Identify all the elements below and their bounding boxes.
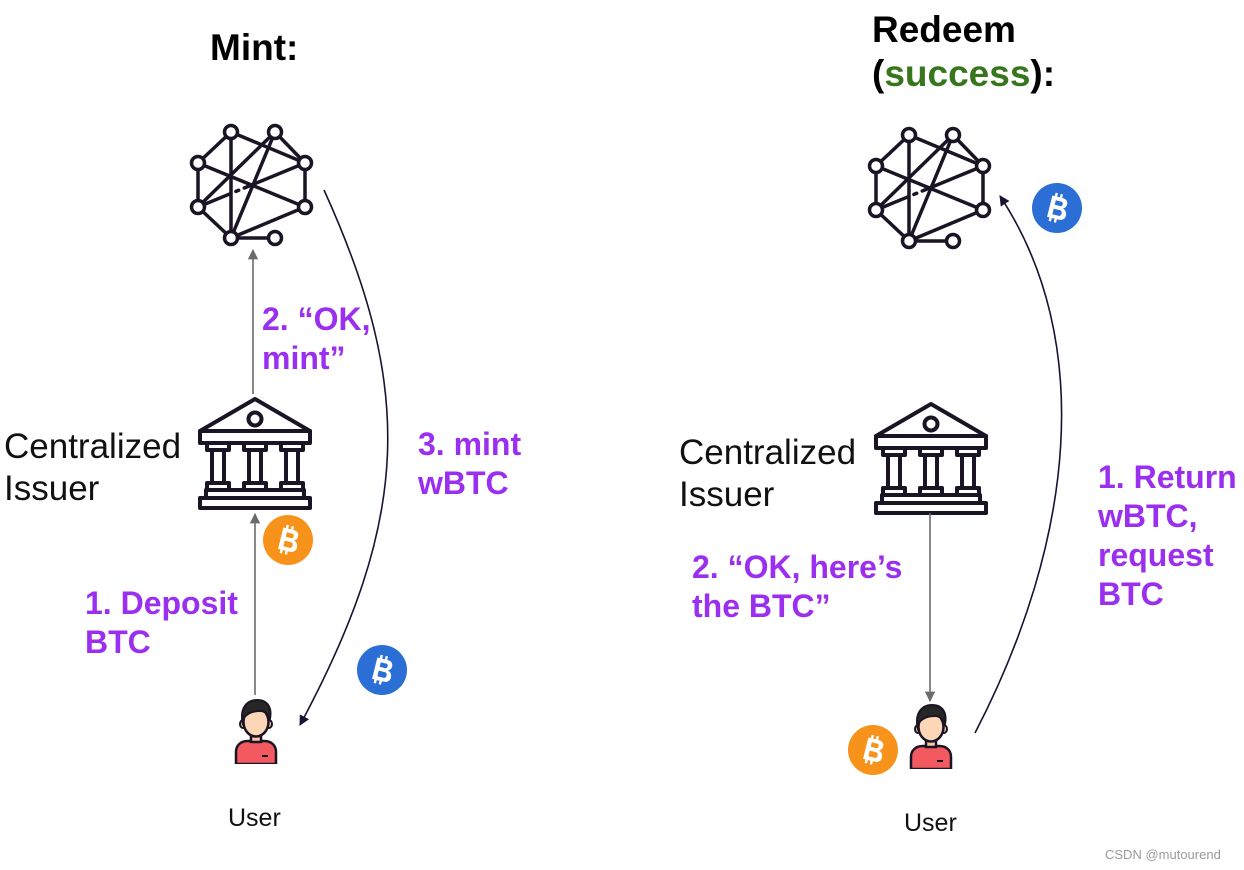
step-ok-mint-line: mint” <box>262 340 346 376</box>
user-label: User <box>228 804 281 832</box>
redeem-flow <box>848 126 1082 775</box>
mint-wbtc-arrow <box>299 189 389 726</box>
redeem-title: Redeem (success): <box>872 8 1055 96</box>
return-wbtc-arrow <box>974 195 1063 734</box>
issuer-label-line: Centralized <box>679 433 857 472</box>
redeem-title-suffix: ): <box>1030 53 1056 94</box>
mint-title: Mint: <box>210 27 299 68</box>
step-ok-mint-line: 2. “OK, <box>262 301 371 337</box>
step-return-label: 1. Return wBTC, request BTC <box>1098 458 1237 614</box>
bank-icon <box>874 402 988 515</box>
watermark: CSDN @mutourend <box>1105 847 1221 862</box>
redeem-title-line: Redeem <box>872 9 1016 50</box>
step-deposit-label: 1. Deposit BTC <box>85 584 238 662</box>
blockchain-network-icon <box>867 126 992 250</box>
step-mint-wbtc-label: 3. mint wBTC <box>418 425 521 503</box>
redeem-title-prefix: ( <box>872 53 885 94</box>
bitcoin-icon <box>848 725 898 775</box>
user-icon <box>909 703 953 769</box>
issuer-label: Centralized Issuer <box>679 432 856 516</box>
step-return-line: request <box>1098 537 1214 573</box>
wrapped-bitcoin-icon <box>357 645 407 695</box>
step-deposit-line: BTC <box>85 624 151 660</box>
step-return-line: 1. Return <box>1098 459 1237 495</box>
issuer-label: Centralized Issuer <box>4 426 181 510</box>
blockchain-network-icon <box>189 123 314 247</box>
step-return-line: wBTC, <box>1098 498 1198 534</box>
mint-flow <box>189 123 407 764</box>
bitcoin-icon <box>263 515 313 565</box>
step-ok-btc-line: the BTC” <box>692 588 831 624</box>
step-ok-mint-label: 2. “OK, mint” <box>262 300 370 378</box>
step-ok-btc-line: 2. “OK, here’s <box>692 549 903 585</box>
redeem-status-success: success <box>884 53 1031 94</box>
bank-icon <box>198 397 312 510</box>
step-mint-wbtc-line: 3. mint <box>418 426 522 462</box>
redeem-title-status-line: (success): <box>872 52 1055 96</box>
step-ok-btc-label: 2. “OK, here’s the BTC” <box>692 548 902 626</box>
wrapped-bitcoin-icon <box>1032 183 1082 233</box>
step-return-line: BTC <box>1098 576 1164 612</box>
issuer-label-line: Issuer <box>679 475 775 514</box>
step-deposit-line: 1. Deposit <box>85 585 238 621</box>
issuer-label-line: Issuer <box>4 469 100 508</box>
user-label: User <box>904 809 957 837</box>
user-icon <box>234 698 278 764</box>
step-mint-wbtc-line: wBTC <box>418 465 509 501</box>
issuer-label-line: Centralized <box>4 427 182 466</box>
